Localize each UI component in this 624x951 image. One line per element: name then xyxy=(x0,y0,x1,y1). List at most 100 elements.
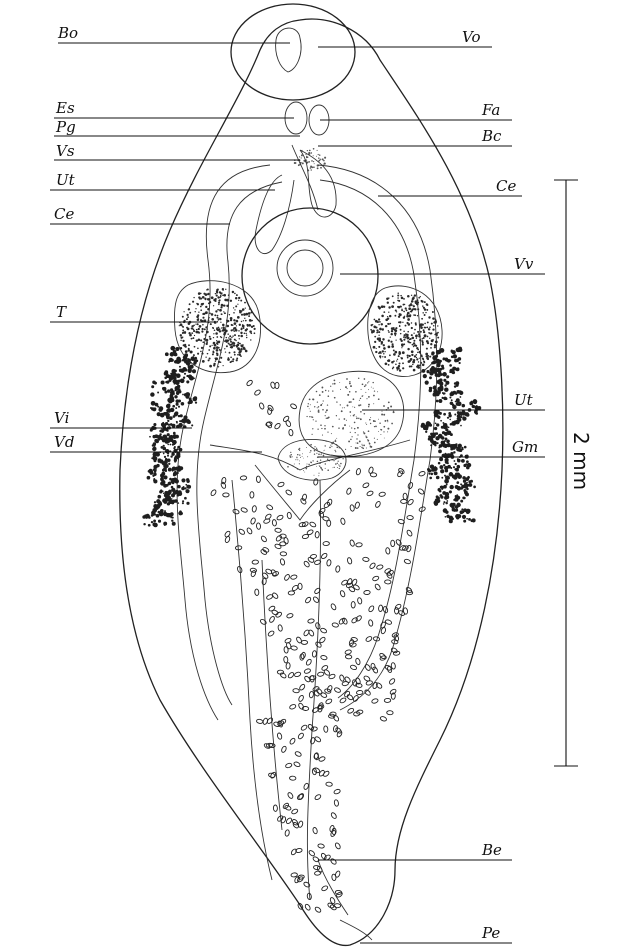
testis-stipple xyxy=(226,345,228,347)
testis-stipple xyxy=(202,341,204,343)
ovary-stipple xyxy=(387,421,388,422)
testis-stipple xyxy=(403,339,405,341)
vitellarium-follicle xyxy=(164,510,166,512)
testis-stipple xyxy=(397,369,399,371)
testis-stipple xyxy=(246,329,248,331)
mehlis-gland-stipple xyxy=(311,462,313,464)
testis-stipple xyxy=(218,302,220,304)
egg xyxy=(308,850,315,857)
egg xyxy=(313,865,320,870)
vitellarium-follicle xyxy=(464,477,466,479)
testis-stipple xyxy=(388,297,389,298)
vitellarium-follicle xyxy=(449,371,451,373)
egg xyxy=(362,482,370,489)
testis-stipple xyxy=(224,299,227,302)
vitellarium-follicle xyxy=(448,414,451,417)
egg xyxy=(262,578,267,585)
vitellarium-follicle xyxy=(157,392,159,394)
vitellarium-follicle xyxy=(466,460,469,463)
egg xyxy=(403,493,407,500)
testis-stipple xyxy=(250,332,252,334)
testis-stipple xyxy=(235,305,237,307)
vitellarium-follicle xyxy=(195,401,197,403)
testis-stipple xyxy=(188,344,190,346)
vitellarium-follicle xyxy=(165,464,169,468)
egg xyxy=(315,531,320,538)
mehlis-gland-stipple xyxy=(323,455,325,457)
vitellarium-follicle xyxy=(439,412,442,415)
testis-stipple xyxy=(194,335,195,336)
mehlis-gland-stipple xyxy=(292,456,293,457)
egg xyxy=(364,590,371,595)
testis-stipple xyxy=(407,348,409,350)
testis-stipple xyxy=(420,296,421,297)
vitellarium-follicle xyxy=(171,398,175,402)
vitellarium-follicle xyxy=(440,381,442,383)
egg xyxy=(285,763,292,769)
testis-stipple xyxy=(398,316,400,318)
testis-stipple xyxy=(210,323,212,325)
egg xyxy=(290,574,297,580)
testis-stipple xyxy=(217,296,219,298)
egg xyxy=(346,487,352,494)
ovary-stipple xyxy=(328,390,329,391)
egg xyxy=(387,569,395,576)
vitellarium-follicle xyxy=(191,424,193,426)
ovary-stipple xyxy=(366,436,368,438)
testis-stipple xyxy=(379,328,382,331)
seminal-vesicle-dot xyxy=(324,157,326,159)
mehlis-gland-stipple xyxy=(310,444,312,446)
buccal-opening xyxy=(276,28,301,72)
testis-stipple xyxy=(391,345,394,348)
testis-stipple xyxy=(241,328,243,330)
testis-stipple xyxy=(397,297,399,299)
egg xyxy=(285,489,293,496)
testis-stipple xyxy=(248,312,251,315)
vitellarium-follicle xyxy=(456,348,460,352)
egg xyxy=(301,640,307,644)
vitellarium-follicle xyxy=(179,370,181,372)
egg xyxy=(297,732,304,739)
vitellarium-follicle xyxy=(449,396,451,398)
ovary-stipple xyxy=(347,394,349,396)
testis-stipple xyxy=(229,314,230,315)
testis-stipple xyxy=(234,354,236,356)
testis-stipple xyxy=(245,307,246,308)
ovary-stipple xyxy=(341,410,343,412)
mehlis-gland-stipple xyxy=(314,454,315,455)
seminal-vesicle-dot xyxy=(318,157,320,159)
vitellarium-follicle xyxy=(192,369,196,373)
egg xyxy=(344,690,351,698)
testis-stipple xyxy=(400,338,402,340)
mehlis-gland-stipple xyxy=(339,465,340,466)
egg xyxy=(312,651,317,658)
vitellarium-follicle xyxy=(457,458,459,460)
ovary-stipple xyxy=(340,404,341,405)
testis-stipple xyxy=(411,327,413,329)
egg xyxy=(284,805,291,811)
testis-stipple xyxy=(254,332,256,334)
vitellarium-follicle xyxy=(163,453,165,455)
testis-stipple xyxy=(237,354,239,356)
mehlis-gland-stipple xyxy=(340,463,342,465)
ovary-stipple xyxy=(345,386,347,388)
vitellarium-follicle xyxy=(152,475,154,477)
testis-stipple xyxy=(213,364,215,366)
egg xyxy=(362,557,369,562)
testis-stipple xyxy=(397,359,398,360)
testis-stipple xyxy=(242,344,244,346)
testis-stipple xyxy=(406,333,408,335)
vitellarium-follicle xyxy=(425,375,427,377)
egg xyxy=(304,668,311,674)
seminal-vesicle-dot xyxy=(299,156,300,157)
testis-stipple xyxy=(394,329,396,331)
testis-stipple xyxy=(414,355,416,357)
mehlis-gland-stipple xyxy=(290,454,291,455)
testis-stipple xyxy=(429,356,431,358)
ovary-stipple xyxy=(330,386,331,387)
testis-stipple xyxy=(201,330,203,332)
ovary-stipple xyxy=(379,423,380,424)
vitellarium-follicle xyxy=(428,438,431,441)
egg xyxy=(312,686,320,692)
testis-stipple xyxy=(412,337,415,340)
